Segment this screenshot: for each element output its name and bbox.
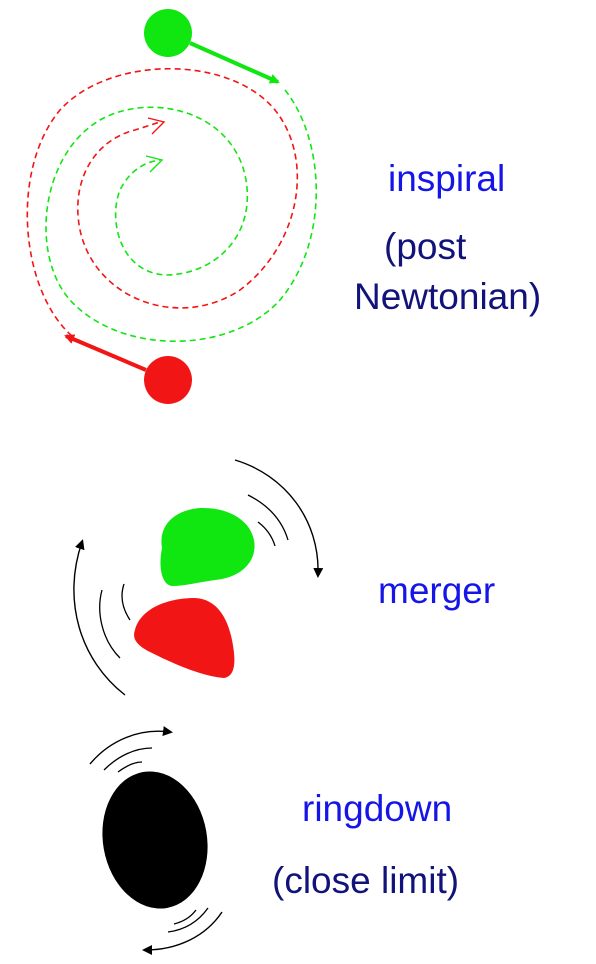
- red-spiral-tip-arrow: [147, 117, 166, 135]
- merger-arc-outer-left: [73, 539, 126, 696]
- green-orbit-spiral: [45, 89, 318, 342]
- post-newtonian-label-line2: Newtonian): [354, 276, 542, 317]
- green-black-hole: [144, 9, 192, 57]
- green-spiral-tip-arrow: [145, 155, 164, 173]
- close-limit-label: (close limit): [272, 860, 460, 901]
- merger-arc-mid-left: [99, 589, 121, 659]
- ringdown-arc-outer-bottom: [142, 911, 223, 955]
- final-black-hole: [102, 771, 208, 909]
- inspiral-label: inspiral: [388, 158, 506, 199]
- red-merging-blob: [134, 598, 235, 678]
- ringdown-arc-outer-top: [89, 726, 173, 765]
- merger-label: merger: [378, 570, 496, 611]
- merger-arc-mid-right: [247, 494, 289, 541]
- post-newtonian-label-line1: (post: [384, 226, 467, 267]
- merger-arc-outer-right: [234, 459, 324, 578]
- ringdown-arc-mid-top: [103, 747, 153, 771]
- ringdown-arc-mid-bottom: [167, 907, 209, 933]
- merger-arc-inner-right: [257, 521, 276, 547]
- ringdown-arc-inner-top: [117, 761, 143, 773]
- ringdown-label: ringdown: [302, 788, 453, 829]
- ringdown-group: [89, 726, 223, 955]
- inspiral-group: [26, 9, 318, 404]
- red-velocity-arrow: [64, 334, 147, 372]
- green-merging-blob: [160, 507, 255, 586]
- green-velocity-arrow: [189, 41, 280, 84]
- ringdown-arc-inner-bottom: [173, 909, 197, 925]
- merger-arc-inner-left: [121, 583, 131, 621]
- merger-group: [73, 459, 324, 696]
- red-black-hole: [144, 356, 192, 404]
- red-orbit-spiral: [26, 68, 299, 337]
